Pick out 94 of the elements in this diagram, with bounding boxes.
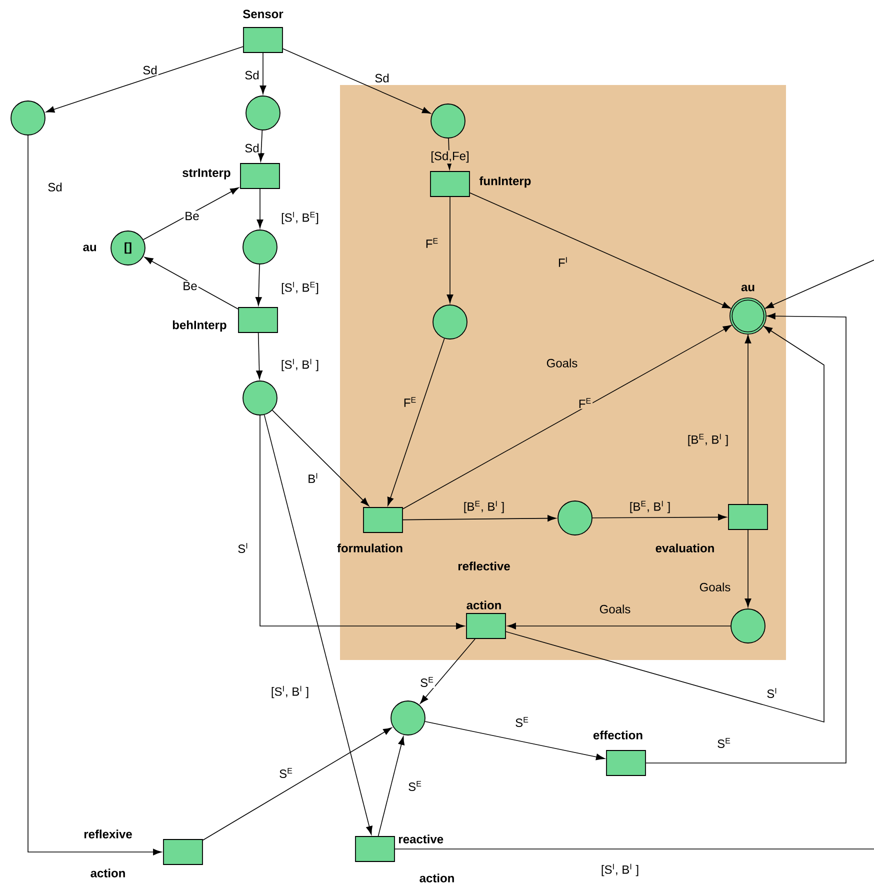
arrow: [424, 721, 605, 760]
arrow: [402, 515, 556, 522]
transition-box: strInterp: [182, 163, 280, 189]
place-circle: [432, 304, 468, 340]
node-label: funInterp: [479, 176, 531, 188]
node-label: reflexive: [84, 830, 132, 838]
transition-box: Sensor: [243, 10, 284, 53]
edge-label: Sd: [244, 142, 260, 154]
place-circle: [390, 700, 426, 736]
transition-box: reactive action: [355, 834, 454, 882]
node-label: au: [83, 244, 96, 252]
node-label: strInterp: [182, 168, 230, 180]
place-circle: [242, 230, 278, 264]
arrow: [46, 46, 244, 113]
arrow: [255, 264, 262, 306]
edge-label: [S$^{I}$, B$^{E}$]: [280, 280, 320, 296]
node-label: effection: [593, 730, 642, 740]
transition-box: effection: [593, 730, 646, 776]
arrow: [282, 48, 431, 114]
edge-label: [S$^{I}$, B$^{I}$ ]: [600, 862, 640, 878]
node-label: formulation: [337, 544, 402, 552]
edge-label: [S$^{I}$, B$^{I}$ ]: [270, 684, 310, 700]
edge-label: S$^{I}$: [236, 542, 250, 554]
node-label: action: [420, 874, 454, 882]
edge-label: Goals: [698, 582, 732, 592]
node-label: Sensor: [243, 10, 284, 18]
edge-label: [S$^{I}$, B$^{E}$]: [280, 210, 320, 226]
edge-label: [B$^{E}$, B$^{I}$ ]: [628, 500, 672, 514]
arrow: [765, 260, 874, 309]
arrow: [258, 130, 264, 162]
edge-label: S$^{E}$: [419, 676, 435, 688]
edge-label: Sd: [244, 70, 260, 80]
node-label: behInterp: [172, 320, 226, 332]
node-label: action: [466, 600, 501, 610]
edge-label: B$^{I}$: [306, 472, 320, 484]
transition-box: funInterp: [430, 171, 531, 197]
arrow: [260, 415, 465, 630]
arrow: [28, 135, 162, 856]
node-label: reactive: [398, 834, 444, 844]
arrow: [506, 326, 824, 723]
edge-label: F$^{E}$: [577, 397, 593, 409]
arrow: [264, 414, 372, 835]
arrow: [387, 338, 445, 506]
arrow: [256, 188, 264, 228]
edge-label: [B$^{E}$, B$^{I}$ ]: [462, 500, 506, 514]
edge-label: Be: [184, 210, 200, 222]
node-label: evaluation: [656, 544, 714, 552]
place-circle: [730, 608, 766, 644]
connector-line: [394, 848, 874, 850]
arrow: [592, 514, 727, 520]
arrow: [260, 52, 266, 94]
arrow: [378, 736, 405, 836]
transition-box: reflexive action: [84, 830, 203, 878]
edge-label: [B$^{E}$, B$^{I}$ ]: [686, 432, 730, 448]
edge-label: F$^{E}$: [424, 237, 440, 249]
place-circle: [430, 104, 466, 138]
edge-label: S$^{E}$: [407, 780, 423, 792]
place-circle: [558, 500, 592, 536]
node-label: au: [741, 284, 754, 292]
edge-label: [S$^{I}$, B$^{I}$ ]: [280, 358, 320, 372]
edge-label: S$^{E}$: [278, 767, 294, 779]
arrow: [744, 334, 752, 504]
edge-label: F$^{I}$: [556, 256, 570, 268]
annotation-text: Goals: [546, 358, 578, 368]
arrow: [470, 192, 731, 309]
edge-label: Sd: [142, 64, 158, 76]
edge-label: [Sd,Fe]: [430, 150, 470, 164]
arrow: [144, 256, 238, 310]
arrow: [420, 638, 476, 704]
arrow: [402, 324, 732, 510]
edge-label: F$^{E}$: [402, 396, 418, 408]
arrow: [446, 196, 454, 304]
node-label: reflective: [458, 562, 510, 570]
transition-box: formulation: [337, 507, 403, 552]
edge-label: Sd: [46, 182, 64, 192]
edge-label: S$^{I}$: [766, 687, 778, 699]
arrow: [646, 312, 846, 764]
arrow: [744, 530, 752, 608]
arrow: [507, 622, 731, 630]
edge-label: Goals: [598, 604, 632, 614]
arrow: [256, 332, 263, 380]
arrow: [202, 727, 392, 841]
place-circle: [246, 96, 280, 130]
transition-box: behInterp: [172, 307, 278, 333]
edge-label: Be: [182, 280, 198, 292]
edge-label: S$^{E}$: [514, 716, 530, 728]
arrow: [142, 187, 239, 240]
edge-label: S$^{E}$: [716, 737, 732, 749]
arrow: [272, 410, 370, 506]
place-circle: [242, 380, 278, 416]
place-circle: [10, 100, 46, 136]
transition-box: reflective action: [458, 562, 510, 639]
node-label: action: [90, 868, 125, 878]
edge-label: Sd: [374, 72, 390, 84]
